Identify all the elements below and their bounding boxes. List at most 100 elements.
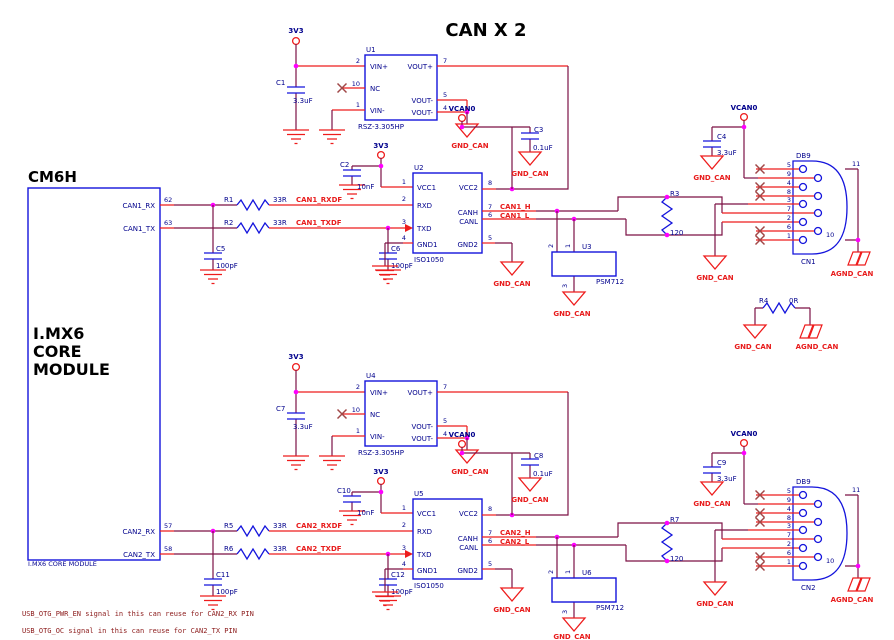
xcvr-pin-gnd1: GND1	[417, 241, 438, 249]
dcdc-pin-vinm: VIN-	[370, 433, 385, 441]
junction-dot	[459, 124, 465, 130]
db9-pinnum: 4	[787, 505, 791, 513]
ground-symbol	[199, 595, 227, 611]
r2-ref: R2	[224, 219, 233, 227]
xcvr-pin-canh: CANH	[458, 535, 478, 543]
dcdc-pinnum-7: 7	[443, 383, 447, 391]
dcdc-pin-vinp: VIN+	[370, 389, 388, 397]
c5-value: 100pF	[216, 262, 238, 270]
c6-ref: C6	[391, 245, 401, 253]
dcdc-pin-voutp: VOUT+	[408, 63, 434, 71]
capacitor-c2	[342, 169, 362, 177]
dcdc-pinnum-1: 1	[356, 427, 360, 435]
resistor-r5	[236, 525, 270, 537]
db9-pinnum: 9	[787, 496, 791, 504]
db9-pin-hole	[798, 543, 808, 553]
xcvr-pin-txd: TXD	[416, 551, 431, 559]
resistor-r1	[236, 199, 270, 211]
net-canl-label: CAN2_L	[500, 538, 530, 546]
net-rxdf-label: CAN2_RXDF	[296, 522, 342, 530]
c4-value: 3.3uF	[717, 149, 737, 157]
dcdc-converter: U1 RSZ-3.305HP VIN+ NC VIN- VOUT+ VOUT- …	[318, 46, 569, 192]
c11-value: 100pF	[216, 588, 238, 596]
db9-pin-hole	[813, 173, 823, 183]
db9-pinnum: 2	[787, 540, 791, 548]
db9-pin-hole	[798, 508, 808, 518]
xcvr-pinnum-1: 1	[402, 178, 406, 186]
xcvr-pinnum-3: 3	[402, 544, 406, 552]
ground-symbol	[318, 129, 346, 145]
db9-pinnum: 2	[787, 214, 791, 222]
net-3v3-label: 3V3	[373, 142, 388, 150]
capacitor-c9	[702, 466, 722, 474]
can-channel-2: 3V3 C7 3.3uF U4 RSZ-3.305HP VIN+ NC VIN-…	[122, 353, 873, 640]
dcdc-pinnum-4: 4	[443, 430, 447, 438]
gnd-can-label: GND_CAN	[451, 468, 488, 476]
dcdc-part: RSZ-3.305HP	[358, 123, 404, 131]
xcvr-pin-rxd: RXD	[417, 202, 432, 210]
xcvr-pin-canl: CANL	[459, 218, 478, 226]
gnd-can-label: GND_CAN	[553, 310, 590, 318]
can-bus-section: CAN1_H CAN1_L R3 120 U3 PSM712 2 1 3 GND…	[482, 190, 814, 318]
dcdc-pin-voutp: VOUT+	[408, 389, 434, 397]
ground-jumper-section: R4 0R GND_CAN AGND_CAN	[734, 297, 838, 351]
dcdc-pin-nc: NC	[370, 85, 380, 93]
junction-dot	[664, 558, 670, 564]
note-line-1: USB_OTG_PWR_EN signal in this can reuse …	[22, 610, 254, 618]
r3-ref: R3	[670, 190, 679, 198]
r3-value: 120	[670, 229, 683, 237]
db9-pinnum: 6	[787, 549, 791, 557]
db9-pinnum: 1	[787, 232, 791, 240]
xcvr-pinnum-8: 8	[488, 179, 492, 187]
r4-ref: R4	[759, 297, 769, 305]
dcdc-converter: U4 RSZ-3.305HP VIN+ NC VIN- VOUT+ VOUT- …	[318, 372, 569, 518]
junction-dot	[664, 520, 670, 526]
xcvr-part: ISO1050	[414, 582, 444, 590]
dcdc-pin-voutm-b: VOUT-	[412, 435, 434, 443]
c5-ref: C5	[216, 245, 225, 253]
ground-symbol	[374, 269, 402, 285]
dcdc-pinnum-5: 5	[443, 91, 447, 99]
tvs-pinnum-3: 3	[561, 610, 569, 614]
xcvr-pin-vcc1: VCC1	[417, 510, 436, 518]
c4-ref: C4	[717, 133, 727, 141]
c2-ref: C2	[340, 161, 349, 169]
dcdc-pinnum-4: 4	[443, 104, 447, 112]
module-pin-tx-label: CAN1_TX	[123, 225, 155, 233]
ground-symbol	[318, 455, 346, 471]
db9-pinnum: 7	[787, 205, 791, 213]
agnd-can-label: AGND_CAN	[831, 596, 874, 604]
xcvr-pin-gnd1: GND1	[417, 567, 438, 575]
db9-pinnum: 6	[787, 223, 791, 231]
power-symbol-3v3	[376, 150, 386, 160]
c7-ref: C7	[276, 405, 285, 413]
xcvr-ref: U2	[414, 164, 424, 172]
gnd-can-label: GND_CAN	[734, 343, 771, 351]
db9-pinnum: 3	[787, 196, 791, 204]
dcdc-input-section: 3V3 C7 3.3uF	[276, 353, 365, 471]
xcvr-pinnum-3: 3	[402, 218, 406, 226]
gnd-can-label: GND_CAN	[696, 600, 733, 608]
capacitor-c7	[286, 412, 306, 420]
db9-pinnum: 1	[787, 558, 791, 566]
capacitor-c1	[286, 86, 306, 94]
gnd-can-symbol	[743, 324, 767, 339]
db9-pin-hole	[798, 182, 808, 192]
gnd-can-symbol	[500, 261, 524, 276]
db9-pinnum: 11	[852, 160, 860, 168]
ground-symbol	[374, 595, 402, 611]
xcvr-pin-vcc2: VCC2	[459, 184, 478, 192]
db9-connector: DB9 5 9 4 8 3 7 2 6 1	[696, 152, 873, 282]
tvs-pinnum-2: 2	[547, 570, 555, 574]
txd-arrow	[405, 550, 413, 558]
ground-symbol	[282, 455, 310, 471]
db9-pin-hole	[813, 208, 823, 218]
module-pin-rx-num: 62	[164, 196, 172, 204]
vcan-decoupling-section: VCAN0 GND_CAN C8 0.1uF	[449, 431, 553, 515]
connector-supply-section: VCAN0 GND_CAN C4 3.3uF	[693, 104, 757, 182]
db9-pinnum: 7	[787, 531, 791, 539]
xcvr-pin-canh: CANH	[458, 209, 478, 217]
dcdc-pinnum-2: 2	[356, 57, 360, 65]
page-title: CAN X 2	[445, 20, 526, 41]
